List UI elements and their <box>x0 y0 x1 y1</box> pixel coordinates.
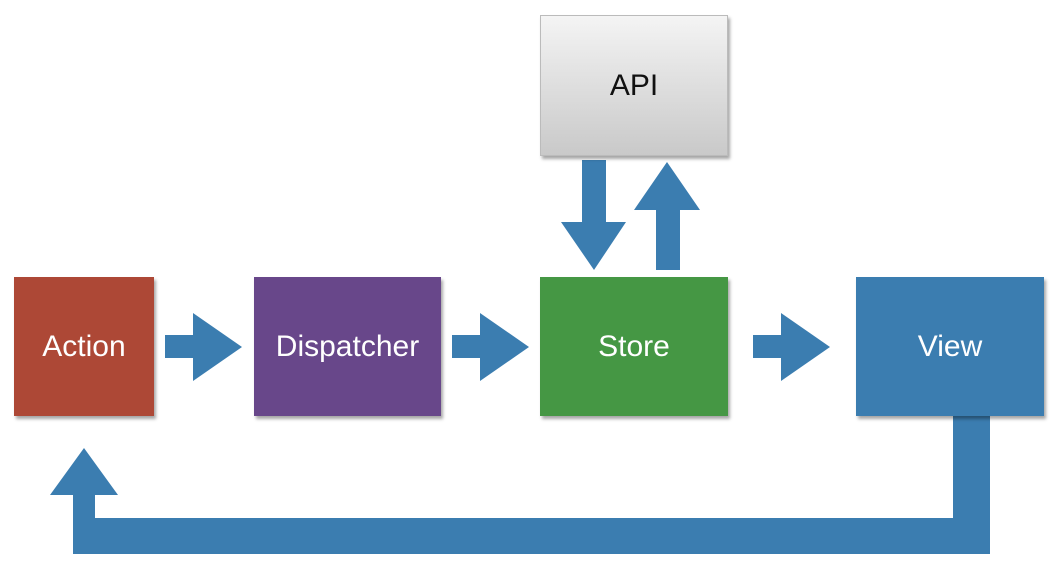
arrow-api-to-store <box>561 160 626 270</box>
api-label: API <box>609 68 659 102</box>
api-node: API <box>540 15 728 156</box>
action-label: Action <box>42 329 126 363</box>
dispatcher-label: Dispatcher <box>275 329 420 363</box>
dispatcher-node: Dispatcher <box>254 277 441 416</box>
arrow-dispatcher-to-store <box>452 313 529 381</box>
arrow-action-to-dispatcher <box>165 313 242 381</box>
view-node: View <box>856 277 1044 416</box>
arrow-view-to-action <box>50 410 990 554</box>
action-node: Action <box>14 277 154 416</box>
store-node: Store <box>540 277 728 416</box>
arrow-store-to-api <box>634 162 700 270</box>
view-label: View <box>917 329 983 363</box>
store-label: Store <box>598 329 670 363</box>
arrow-store-to-view <box>753 313 830 381</box>
